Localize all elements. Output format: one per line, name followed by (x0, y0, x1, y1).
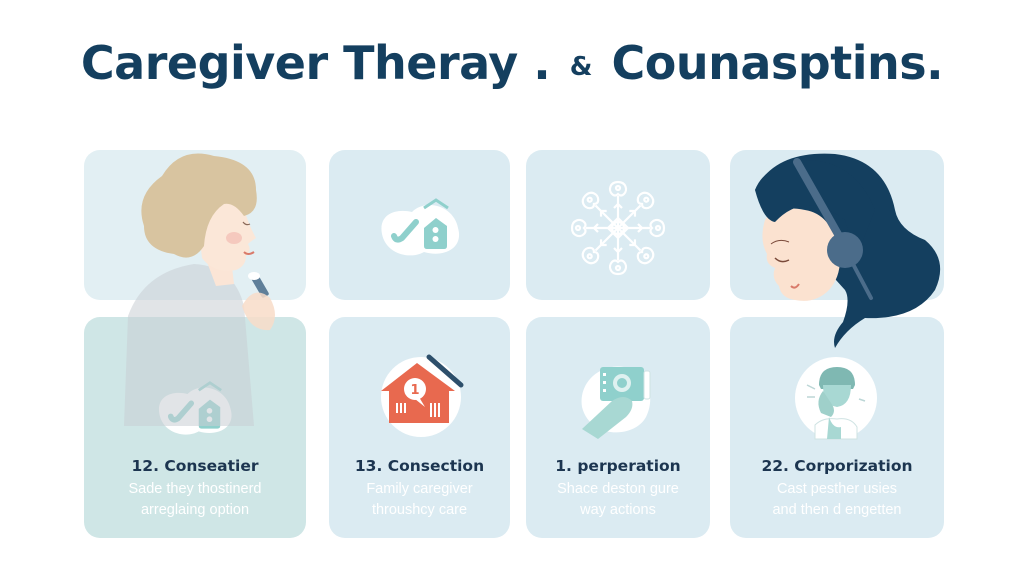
card-top-1 (84, 150, 306, 300)
card-4: 22. Corporization Cast pesther usies and… (730, 317, 944, 538)
card-text: 13. Consection Family caregiver throushc… (329, 457, 510, 521)
title-ampersand: & (569, 51, 593, 82)
card-desc-line: Sade they thostinerd (128, 481, 262, 497)
card-text: 12. Conseatier Sade they thostinerd arre… (84, 457, 306, 521)
card-top-3 (526, 150, 710, 300)
card-text: 22. Corporization Cast pesther usies and… (730, 457, 944, 521)
card-desc-line: throushcy care (371, 502, 468, 518)
hand-holding-device-icon (581, 366, 651, 439)
check-home-icon (158, 381, 232, 435)
stressed-person-icon (795, 357, 877, 440)
card-text: 1. perperation Shace deston gure way act… (526, 457, 710, 521)
card-heading: 22. Corporization (761, 457, 913, 475)
card-description: Sade they thostinerd arreglaing option (84, 479, 306, 521)
card-heading: 13. Consection (354, 457, 485, 475)
svg-text:1: 1 (410, 383, 419, 398)
card-desc-line: Family caregiver (366, 481, 473, 497)
card-2: 1 13. Consection Family caregiver throus… (329, 317, 510, 538)
card-heading: 12. Conseatier (131, 457, 259, 475)
card-heading: 1. perperation (555, 457, 681, 475)
title-part-1: Caregiver Theray . (80, 36, 551, 90)
card-top-4 (730, 150, 944, 300)
card-top-2 (329, 150, 510, 300)
check-home-icon (381, 198, 460, 256)
card-desc-line: way actions (580, 502, 656, 518)
card-1: 12. Conseatier Sade they thostinerd arre… (84, 317, 306, 538)
card-description: Family caregiver throushcy care (329, 479, 510, 521)
page-title: Caregiver Theray . & Counasptins. (0, 36, 1024, 90)
card-description: Shace deston gure way actions (526, 479, 710, 521)
card-description: Cast pesther usies and then d engetten (730, 479, 944, 521)
title-part-2: Counasptins. (611, 36, 944, 90)
card-desc-line: arreglaing option (140, 502, 250, 518)
card-desc-line: Shace deston gure (557, 481, 679, 497)
card-desc-line: and then d engetten (772, 502, 902, 518)
card-3: 1. perperation Shace deston gure way act… (526, 317, 710, 538)
ornamental-snowflake-icon (570, 180, 666, 276)
card-desc-line: Cast pesther usies (776, 481, 898, 497)
house-alert-icon: 1 (381, 354, 464, 437)
